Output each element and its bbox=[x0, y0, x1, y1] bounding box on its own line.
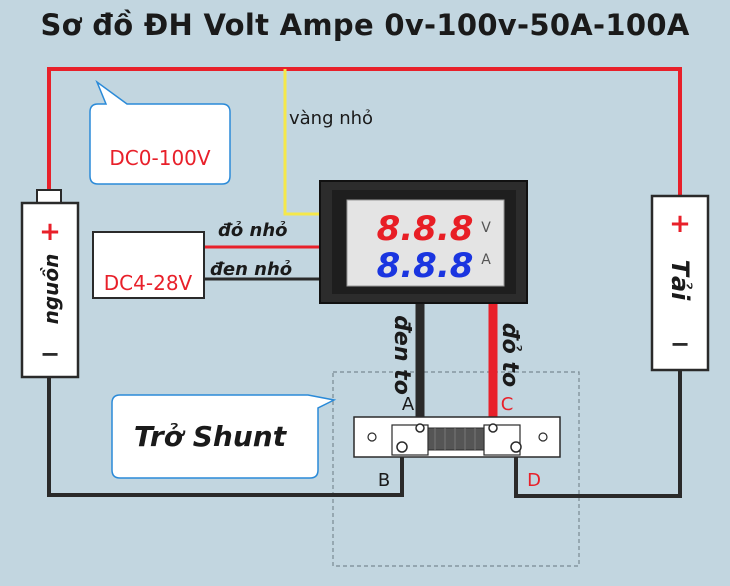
terminal-c bbox=[488, 423, 498, 433]
black-load-wire bbox=[514, 370, 682, 498]
pin-b-label: B bbox=[378, 470, 390, 491]
diagram-title: Sơ đồ ĐH Volt Ampe 0v-100v-50A-100A bbox=[40, 8, 690, 42]
shunt-label: Trở Shunt bbox=[134, 420, 288, 453]
supply-box bbox=[92, 231, 205, 299]
black-small-label: đen nhỏ bbox=[210, 259, 292, 280]
amp-digits: 8.8.8 bbox=[377, 246, 474, 286]
red-top-wire bbox=[47, 67, 682, 196]
black-return-wire bbox=[47, 378, 404, 497]
terminal-b bbox=[396, 441, 408, 453]
amp-unit: A bbox=[481, 252, 491, 268]
terminal-d bbox=[510, 441, 522, 453]
pin-a-label: A bbox=[402, 394, 415, 415]
volt-digits: 8.8.8 bbox=[377, 209, 474, 249]
load-plus-label: + bbox=[669, 209, 691, 239]
terminal-a bbox=[415, 423, 425, 433]
red-small-label: đỏ nhỏ bbox=[218, 220, 288, 241]
volt-amp-meter: 8.8.8 8.8.8 V A bbox=[319, 180, 528, 304]
yellow-wire-label: vàng nhỏ bbox=[289, 108, 373, 129]
red-big-label: đỏ to bbox=[497, 323, 522, 387]
load-box: + − Tải bbox=[650, 194, 710, 372]
shunt-callout: Trở Shunt bbox=[111, 394, 337, 479]
source-plus-label: + bbox=[39, 217, 61, 247]
dc-range-label: DC0-100V bbox=[109, 146, 210, 170]
load-label: Tải bbox=[666, 260, 694, 302]
supply-label: DC4-28V bbox=[104, 271, 193, 295]
shunt-resistor bbox=[353, 416, 561, 458]
volt-unit: V bbox=[481, 220, 491, 236]
black-big-label: đen to bbox=[389, 315, 414, 395]
shunt-area-box bbox=[332, 371, 580, 567]
source-minus-label: − bbox=[40, 340, 60, 368]
yellow-sense-wire bbox=[283, 69, 324, 216]
pin-c-label: C bbox=[501, 394, 514, 415]
source-battery: + − nguồn bbox=[20, 189, 80, 379]
source-label: nguồn bbox=[39, 254, 63, 325]
pin-d-label: D bbox=[527, 470, 541, 491]
load-minus-label: − bbox=[670, 330, 690, 358]
dc-range-callout: DC0-100V bbox=[89, 79, 231, 185]
